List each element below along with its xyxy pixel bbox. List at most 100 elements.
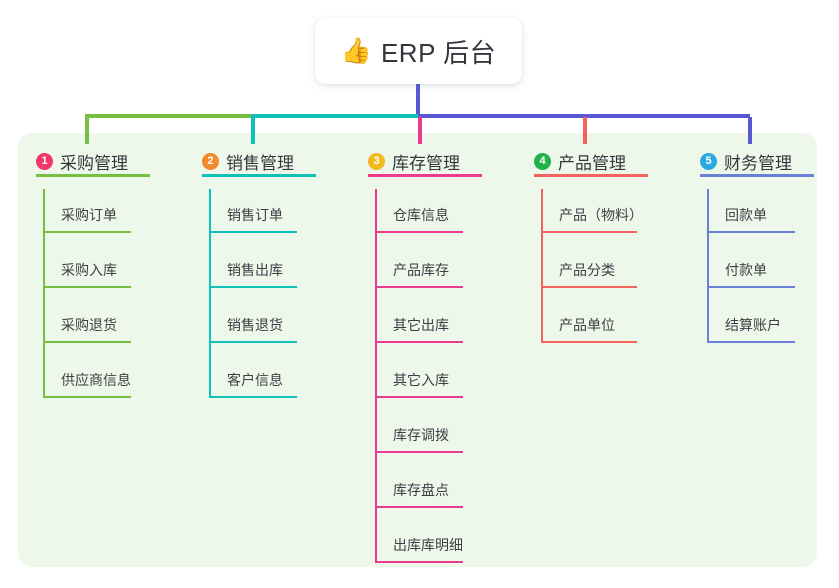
thumbs-up-icon: 👍 [340, 36, 372, 65]
leaf-item-rule [375, 341, 463, 343]
leaf-item-rule [707, 231, 795, 233]
leaf-item[interactable]: 产品单位 [531, 299, 637, 354]
branch-number-badge: 5 [700, 152, 717, 170]
branch-item-list: 回款单付款单结算账户 [697, 189, 795, 354]
branch-item-list: 产品（物料） 产品分类产品单位 [531, 189, 643, 354]
root-node-card[interactable]: 👍 ERP 后台 [315, 18, 522, 84]
branch-header-rule [700, 174, 814, 177]
leaf-item-rule [375, 231, 463, 233]
leaf-item-label: 其它出库 [393, 317, 449, 333]
leaf-item-rule [43, 341, 131, 343]
leaf-item-rule [375, 396, 463, 398]
branch-item-list: 销售订单销售出库销售退货客户信息 [199, 189, 297, 409]
branch-header-产品管理[interactable]: 4 产品管理 [531, 144, 648, 178]
leaf-item[interactable]: 回款单 [697, 189, 795, 244]
branch-title: 销售管理 [226, 153, 294, 173]
leaf-item[interactable]: 其它入库 [365, 354, 463, 409]
branch-spine [375, 189, 377, 563]
leaf-item-label: 库存调拨 [393, 427, 449, 443]
leaf-item[interactable]: 销售退货 [199, 299, 297, 354]
leaf-item-label: 销售退货 [227, 317, 283, 333]
leaf-item-rule [707, 286, 795, 288]
diagram-background-panel [18, 133, 817, 567]
branch-title: 产品管理 [558, 153, 626, 173]
leaf-item-label: 出库库明细 [393, 537, 463, 553]
leaf-item[interactable]: 产品分类 [531, 244, 637, 299]
leaf-item[interactable]: 仓库信息 [365, 189, 463, 244]
branch-number-badge: 4 [534, 152, 551, 170]
leaf-item[interactable]: 付款单 [697, 244, 795, 299]
leaf-item-label: 采购订单 [61, 207, 117, 223]
leaf-item-rule [209, 286, 297, 288]
leaf-item-label: 产品单位 [559, 317, 615, 333]
leaf-item-rule [209, 231, 297, 233]
branch-header-rule [534, 174, 648, 177]
branch-spine [707, 189, 709, 343]
root-node-title: ERP 后台 [380, 37, 497, 68]
leaf-item[interactable]: 产品库存 [365, 244, 463, 299]
leaf-item-label: 产品分类 [559, 262, 615, 278]
leaf-item[interactable]: 销售订单 [199, 189, 297, 244]
connector-bar-segment-3 [418, 114, 750, 118]
leaf-item[interactable]: 库存盘点 [365, 464, 463, 519]
leaf-item-label: 其它入库 [393, 372, 449, 388]
leaf-item-label: 采购退货 [61, 317, 117, 333]
connector-stub-1 [85, 117, 89, 144]
branch-column-财务管理: 5 财务管理回款单付款单结算账户 [697, 144, 814, 354]
leaf-item[interactable]: 销售出库 [199, 244, 297, 299]
leaf-item[interactable]: 采购退货 [33, 299, 131, 354]
connector-stub-3 [418, 117, 422, 144]
leaf-item[interactable]: 产品（物料） [531, 189, 643, 244]
branch-spine [209, 189, 211, 398]
branch-spine [541, 189, 543, 343]
leaf-item-rule [541, 341, 637, 343]
leaf-item-label: 产品（物料） [559, 207, 643, 223]
connector-stub-2 [251, 117, 255, 144]
leaf-item-label: 采购入库 [61, 262, 117, 278]
leaf-item-label: 结算账户 [725, 317, 781, 333]
branch-column-产品管理: 4 产品管理产品（物料） 产品分类产品单位 [531, 144, 648, 354]
leaf-item[interactable]: 库存调拨 [365, 409, 463, 464]
leaf-item[interactable]: 客户信息 [199, 354, 297, 409]
branch-number-badge: 1 [36, 152, 53, 170]
leaf-item-rule [43, 231, 131, 233]
leaf-item-rule [375, 561, 463, 563]
leaf-item[interactable]: 结算账户 [697, 299, 795, 354]
connector-stub-5 [748, 117, 752, 144]
leaf-item[interactable]: 采购订单 [33, 189, 131, 244]
leaf-item[interactable]: 采购入库 [33, 244, 131, 299]
leaf-item[interactable]: 供应商信息 [33, 354, 131, 409]
leaf-item-label: 销售订单 [227, 207, 283, 223]
leaf-item-label: 仓库信息 [393, 207, 449, 223]
leaf-item-label: 库存盘点 [393, 482, 449, 498]
connector-bar-segment-2 [251, 114, 418, 118]
leaf-item[interactable]: 其它出库 [365, 299, 463, 354]
leaf-item-label: 付款单 [725, 262, 767, 278]
leaf-item-label: 回款单 [725, 207, 767, 223]
connector-stub-4 [583, 117, 587, 144]
leaf-item-label: 销售出库 [227, 262, 283, 278]
leaf-item-rule [209, 396, 297, 398]
branch-header-rule [36, 174, 150, 177]
root-connector-vertical [416, 84, 420, 117]
leaf-item-rule [43, 396, 131, 398]
leaf-item-label: 产品库存 [393, 262, 449, 278]
connector-bar-segment-1 [85, 114, 251, 118]
branch-header-财务管理[interactable]: 5 财务管理 [697, 144, 814, 178]
branch-item-list: 采购订单采购入库采购退货供应商信息 [33, 189, 131, 409]
branch-title: 库存管理 [392, 153, 460, 173]
leaf-item-rule [375, 286, 463, 288]
branch-item-list: 仓库信息产品库存其它出库其它入库库存调拨库存盘点出库库明细 [365, 189, 463, 574]
leaf-item-rule [209, 341, 297, 343]
branch-title: 财务管理 [724, 153, 792, 173]
leaf-item-rule [541, 231, 637, 233]
leaf-item-rule [375, 506, 463, 508]
leaf-item[interactable]: 出库库明细 [365, 519, 463, 574]
leaf-item-rule [375, 451, 463, 453]
